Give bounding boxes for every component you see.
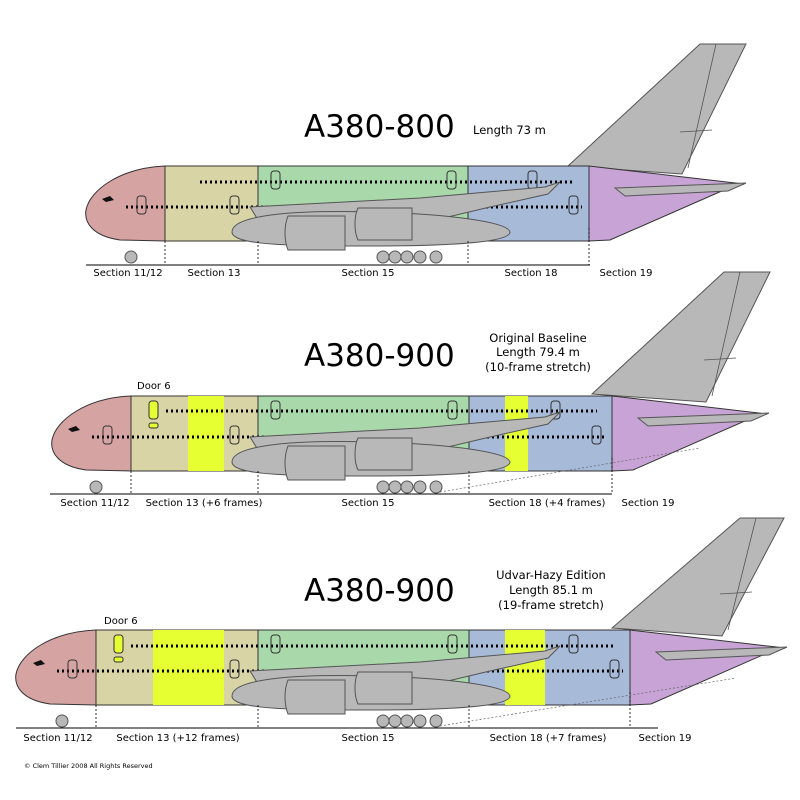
- section-label-18: Section 18: [504, 268, 557, 279]
- section-label-19: Section 19: [621, 498, 674, 509]
- stretch-plug-18: [505, 396, 528, 471]
- section-joins: [164, 228, 590, 265]
- horizontal-stabilizer: [613, 182, 747, 197]
- tail-fin-rudder-line: [679, 43, 717, 169]
- section-joins: [95, 692, 631, 728]
- door-6-label: Door 6: [104, 616, 138, 627]
- engine-inner: [284, 215, 346, 251]
- tail-fin-rudder-line: [703, 271, 741, 397]
- aircraft-note-line: Length 85.1 m: [509, 583, 593, 597]
- nose-gear: [89, 480, 103, 494]
- engine-inner: [284, 445, 346, 481]
- aircraft-title: A380-800: [304, 109, 455, 145]
- stretch-plug-13: [188, 396, 224, 471]
- main-gear: [376, 714, 443, 728]
- door: [446, 170, 457, 190]
- horizontal-stabilizer: [654, 646, 788, 661]
- cockpit-windows: [68, 426, 80, 432]
- section-label-15: Section 15: [341, 268, 394, 279]
- section-label-15: Section 15: [341, 498, 394, 509]
- door: [229, 195, 240, 215]
- door-6-label: Door 6: [137, 381, 171, 392]
- door: [591, 425, 602, 445]
- door-6-lower: [148, 422, 159, 429]
- door: [568, 634, 579, 654]
- stretch-plug-13: [153, 630, 224, 705]
- door: [136, 195, 147, 215]
- section-label-13: Section 13 (+6 frames): [146, 498, 263, 509]
- aircraft-a380-900-original: A380-900 Original Baseline Length 79.4 m…: [50, 271, 771, 509]
- section-label-19: Section 19: [599, 268, 652, 279]
- door-6: [148, 400, 159, 420]
- door: [229, 425, 240, 445]
- section-label-11-12: Section 11/12: [93, 268, 162, 279]
- tail-fin-rudder-line: [719, 517, 757, 631]
- aircraft-note-line: Length 79.4 m: [496, 345, 580, 359]
- aircraft-a380-900-udvar-hazy: A380-900 Udvar-Hazy Edition Length 85.1 …: [15, 517, 788, 744]
- door: [550, 400, 561, 420]
- horizontal-stabilizer: [636, 412, 770, 427]
- section-11-12: [85, 165, 166, 242]
- door: [568, 195, 579, 215]
- section-11-12: [15, 629, 97, 706]
- section-label-18: Section 18 (+4 frames): [489, 498, 606, 509]
- cockpit-windows: [102, 196, 114, 202]
- section-label-11-12: Section 11/12: [23, 733, 92, 744]
- aircraft-a380-800: A380-800 Length 73 m Section 11/12 Secti…: [85, 43, 747, 279]
- aircraft-note-line: Udvar-Hazy Edition: [496, 568, 606, 582]
- main-gear: [376, 480, 443, 494]
- door: [447, 400, 458, 420]
- engine-outer: [354, 671, 413, 705]
- section-19: [611, 395, 768, 472]
- section-19: [629, 629, 786, 706]
- main-gear: [376, 250, 443, 264]
- aircraft-title: A380-900: [304, 338, 455, 374]
- tail-fin: [610, 517, 785, 637]
- door: [270, 170, 281, 190]
- nose-gear: [55, 714, 69, 728]
- aircraft-note-line: (10-frame stretch): [485, 360, 591, 374]
- door: [270, 400, 281, 420]
- section-label-11-12: Section 11/12: [60, 498, 129, 509]
- section-label-13: Section 13: [187, 268, 240, 279]
- aircraft-note-line: Length 73 m: [473, 123, 546, 137]
- aircraft-title: A380-900: [304, 573, 455, 609]
- door-6: [113, 634, 124, 654]
- tail-fin: [590, 271, 771, 403]
- nose-gear: [124, 250, 138, 264]
- section-label-18: Section 18 (+7 frames): [490, 733, 607, 744]
- door-6-lower: [113, 656, 124, 663]
- section-label-19: Section 19: [638, 733, 691, 744]
- door: [229, 659, 240, 679]
- tail-fin: [566, 43, 747, 175]
- section-label-15: Section 15: [341, 733, 394, 744]
- aircraft-note-line: Original Baseline: [489, 331, 586, 345]
- section-joins: [130, 458, 613, 494]
- section-label-13: Section 13 (+12 frames): [116, 733, 239, 744]
- engine-outer: [354, 437, 413, 471]
- section-19: [588, 165, 745, 242]
- door: [102, 425, 113, 445]
- door: [609, 659, 620, 679]
- door: [447, 634, 458, 654]
- engine-outer: [354, 207, 413, 241]
- door: [270, 634, 281, 654]
- copyright-notice: © Clem Tillier 2008 All Rights Reserved: [24, 762, 153, 770]
- aircraft-note-line: (19-frame stretch): [498, 598, 604, 612]
- door: [67, 659, 78, 679]
- stretch-plug-18: [505, 630, 545, 705]
- tail-clearance-line: [439, 677, 737, 727]
- cockpit-windows: [33, 660, 45, 666]
- engine-inner: [284, 679, 346, 715]
- section-11-12: [51, 395, 132, 472]
